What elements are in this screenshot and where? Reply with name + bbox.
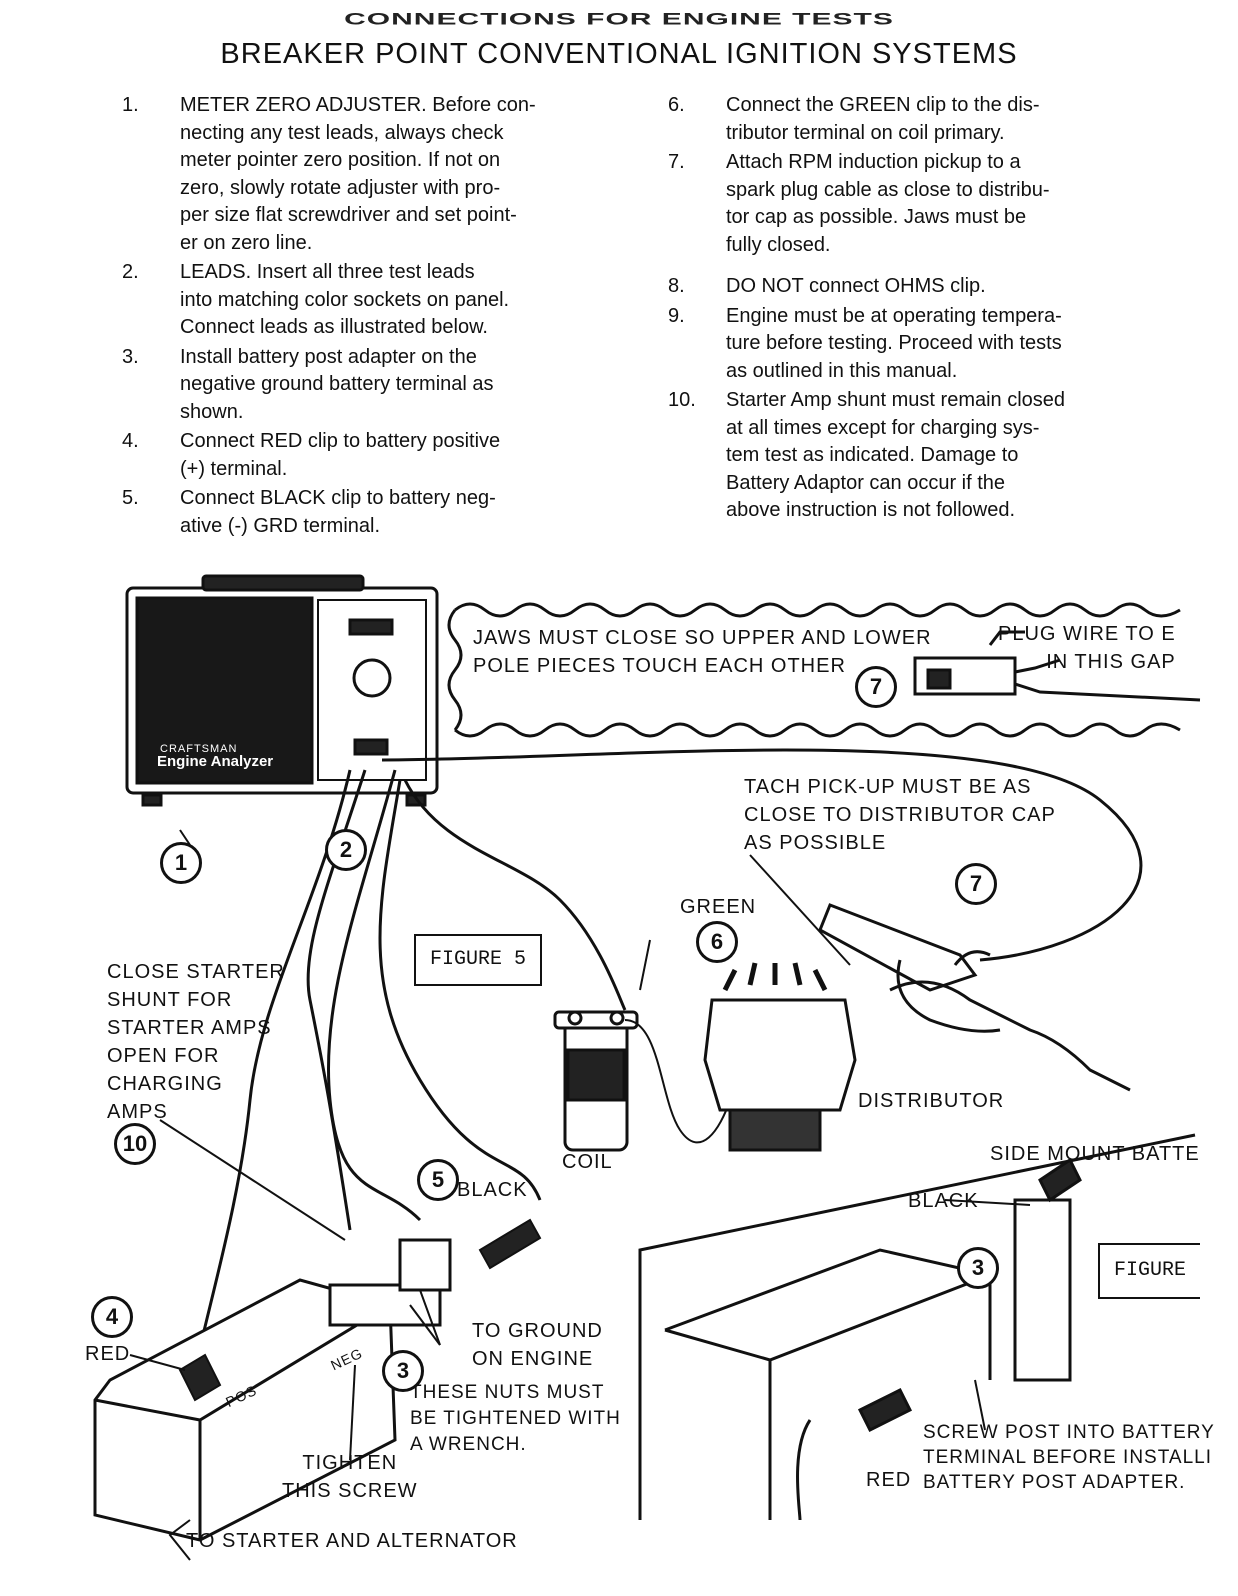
callout-2: 2 [325,829,367,871]
black-label-2: BLACK [908,1190,979,1212]
callout-3-side: 3 [957,1247,999,1289]
jaws-callout-box [447,602,1201,738]
callout-1: 1 [160,842,202,884]
side-mount-note: SIDE MOUNT BATTE [990,1143,1200,1165]
instruction-item: 1.METER ZERO ADJUSTER. Before con- necti… [122,94,536,254]
coil-icon [553,1010,639,1152]
instructions-left: 1.METER ZERO ADJUSTER. Before con- necti… [122,92,642,542]
screw-note: TIGHTEN THIS SCREW [282,1452,418,1502]
coil-label: COIL [562,1151,613,1173]
shunt-note: CLOSE STARTER SHUNT FOR STARTER AMPS OPE… [107,961,285,1123]
distributor-label: DISTRIBUTOR [858,1090,1005,1112]
clips-icon [178,1218,542,1402]
callout-3: 3 [382,1350,424,1392]
instruction-item: 8.DO NOT connect OHMS clip. [668,275,986,297]
red-label-2: RED [866,1469,912,1491]
distributor-icon [703,962,857,1152]
tach-pickup-hand-icon [818,903,1131,1092]
instructions-right: 6.Connect the GREEN clip to the dis- tri… [668,92,1208,527]
callout-7-tach: 7 [955,863,997,905]
nuts-note: THESE NUTS MUST BE TIGHTENED WITH A WREN… [410,1382,621,1455]
ground-note: TO GROUND ON ENGINE [472,1320,603,1370]
callout-5: 5 [417,1159,459,1201]
instruction-item: 5.Connect BLACK clip to battery neg- ati… [122,487,496,537]
callout-4: 4 [91,1296,133,1338]
callout-6: 6 [696,921,738,963]
tach-note: TACH PICK-UP MUST BE AS CLOSE TO DISTRIB… [744,776,1056,854]
instruction-item: 4.Connect RED clip to battery positive (… [122,430,501,480]
engine-analyzer-icon [125,574,439,807]
figure5-label: FIGURE 5 [414,934,542,986]
black-label: BLACK [457,1179,528,1201]
instruction-item: 6.Connect the GREEN clip to the dis- tri… [668,94,1040,144]
red-label: RED [85,1343,131,1365]
screw-post-note: SCREW POST INTO BATTERY TERMINAL BEFORE … [923,1422,1215,1493]
plug-wire-note: PLUG WIRE TO E IN THIS GAP [998,623,1176,673]
instruction-item: 2.LEADS. Insert all three test leads int… [122,261,510,338]
callout-7-jaws: 7 [855,666,897,708]
figure6-panel [638,1133,1196,1521]
green-label: GREEN [680,896,757,918]
instruction-item: 10.Starter Amp shunt must remain closed … [668,389,1066,521]
test-leads [193,748,1143,1371]
title-top: CONNECTIONS FOR ENGINE TESTS [344,10,894,29]
figure6-label: FIGURE [1098,1243,1200,1299]
callout-10: 10 [114,1123,156,1165]
leader-lines [129,1119,1031,1561]
battery-icon [93,1238,452,1542]
instruction-item: 3.Install battery post adapter on the ne… [122,345,494,423]
analyzer-name: Engine Analyzer [157,753,274,770]
instruction-item: 7.Attach RPM induction pickup to a spark… [668,151,1050,256]
starter-note: TO STARTER AND ALTERNATOR [186,1530,518,1552]
analyzer-brand: CRAFTSMAN [160,743,238,755]
page-title: BREAKER POINT CONVENTIONAL IGNITION SYST… [220,38,1018,70]
jaws-note: JAWS MUST CLOSE SO UPPER AND LOWER POLE … [473,627,932,677]
instruction-item: 9.Engine must be at operating tempera- t… [668,304,1062,382]
